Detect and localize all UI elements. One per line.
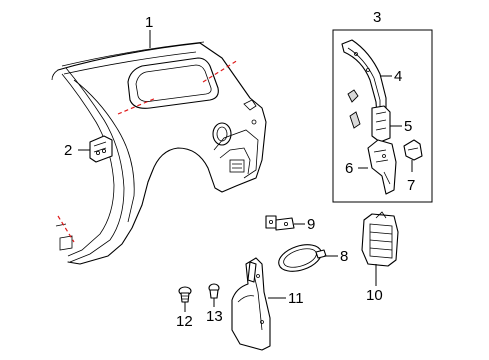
fuel-door-part-8 <box>278 244 327 272</box>
callout-11: 11 <box>288 290 304 307</box>
leader-lines <box>78 30 413 312</box>
hinge-part-9 <box>265 215 295 231</box>
callout-labels: 1 2 3 4 5 6 7 8 9 10 11 12 13 <box>64 9 415 330</box>
callout-9: 9 <box>307 216 315 233</box>
fuel-housing-part-10 <box>361 211 399 267</box>
callout-2: 2 <box>64 142 72 159</box>
callout-12: 12 <box>176 313 193 330</box>
callout-3: 3 <box>373 9 381 26</box>
callout-4: 4 <box>394 68 402 85</box>
clip-part-13 <box>208 283 220 299</box>
callout-7: 7 <box>407 177 415 194</box>
callout-8: 8 <box>340 248 348 265</box>
callout-5: 5 <box>404 118 412 135</box>
bracket-part-7 <box>403 139 423 161</box>
bolt-part-12 <box>178 286 192 303</box>
clip-parts <box>347 89 361 129</box>
callout-6: 6 <box>345 160 353 177</box>
callout-1: 1 <box>145 14 153 31</box>
reinforcement-part-5 <box>371 105 391 143</box>
bracket-part-2 <box>89 135 113 163</box>
cut-line-rocker <box>57 215 75 243</box>
reinforcement-part-6 <box>367 139 397 195</box>
mud-flap-part-11 <box>231 257 271 351</box>
callout-13: 13 <box>206 308 223 325</box>
quarter-panel <box>51 41 267 265</box>
group-box-part-3 <box>332 29 433 203</box>
callout-10: 10 <box>366 287 383 304</box>
